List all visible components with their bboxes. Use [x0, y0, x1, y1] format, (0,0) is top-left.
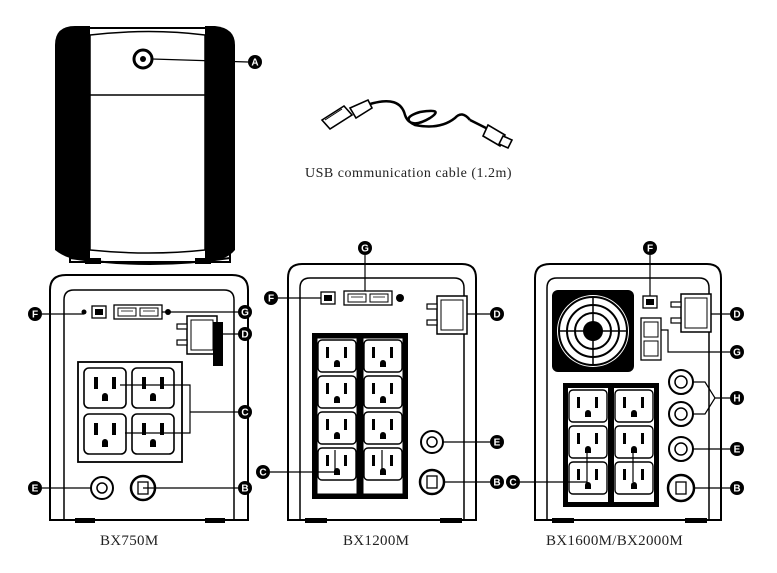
- callout-G: [238, 305, 252, 319]
- callout-E-1600: [730, 442, 744, 456]
- usb-cable-caption: USB communication cable (1.2m): [305, 166, 513, 181]
- model-label-bx1600m-bx2000m: BX1600M/BX2000M: [546, 533, 684, 549]
- callout-D-1600-label: D: [733, 310, 740, 321]
- callout-C-1200-label: C: [259, 468, 266, 479]
- callout-B: [238, 481, 252, 495]
- callout-G-1200-label: G: [361, 244, 369, 255]
- callout-B-1200-label: B: [493, 478, 500, 489]
- callout-C-label: C: [241, 408, 248, 419]
- callout-B-1200: [490, 475, 504, 489]
- callout-D: [238, 327, 252, 341]
- callout-F: [28, 307, 42, 321]
- callout-G-1600: [730, 345, 744, 359]
- callout-G-label: G: [241, 308, 249, 319]
- model-label-bx1200m: BX1200M: [343, 533, 410, 549]
- ups-front-view: A: [55, 26, 262, 265]
- usb-cable-illustration: [320, 98, 514, 150]
- bx750m-rear-panel: F G D C E B: [28, 274, 252, 523]
- callout-E: [28, 481, 42, 495]
- model-label-bx750m: BX750M: [100, 533, 159, 549]
- callout-E-1600-label: E: [734, 445, 741, 456]
- callout-F-label: F: [32, 310, 38, 321]
- callout-D-1200: [490, 307, 504, 321]
- callout-F-1200: [264, 291, 278, 305]
- callout-B-label: B: [241, 484, 248, 495]
- callout-E-label: E: [32, 484, 39, 495]
- callout-G-1200: [358, 241, 372, 255]
- callout-E-1200-label: E: [494, 438, 501, 449]
- callout-C-1600: [506, 475, 520, 489]
- callout-E-1200: [490, 435, 504, 449]
- callout-A-label: A: [251, 58, 258, 69]
- callout-H-label: H: [733, 394, 740, 405]
- callout-F-1600-label: F: [647, 244, 653, 255]
- callout-A: [248, 55, 262, 69]
- callout-B-1600: [730, 481, 744, 495]
- callout-D-1600: [730, 307, 744, 321]
- callout-F-1200-label: F: [268, 294, 274, 305]
- callout-C-1200: [256, 465, 270, 479]
- callout-D-1200-label: D: [493, 310, 500, 321]
- callout-C: [238, 405, 252, 419]
- callout-B-1600-label: B: [733, 484, 740, 495]
- callout-F-1600: [643, 241, 657, 255]
- callout-H: [730, 391, 744, 405]
- callout-C-1600-label: C: [509, 478, 516, 489]
- bx1600m-bx2000m-rear-panel: F G D H E B: [520, 241, 744, 523]
- callout-D-label: D: [241, 330, 248, 341]
- callout-G-1600-label: G: [733, 348, 741, 359]
- bx1200m-rear-panel: F G D C E B C: [256, 241, 520, 523]
